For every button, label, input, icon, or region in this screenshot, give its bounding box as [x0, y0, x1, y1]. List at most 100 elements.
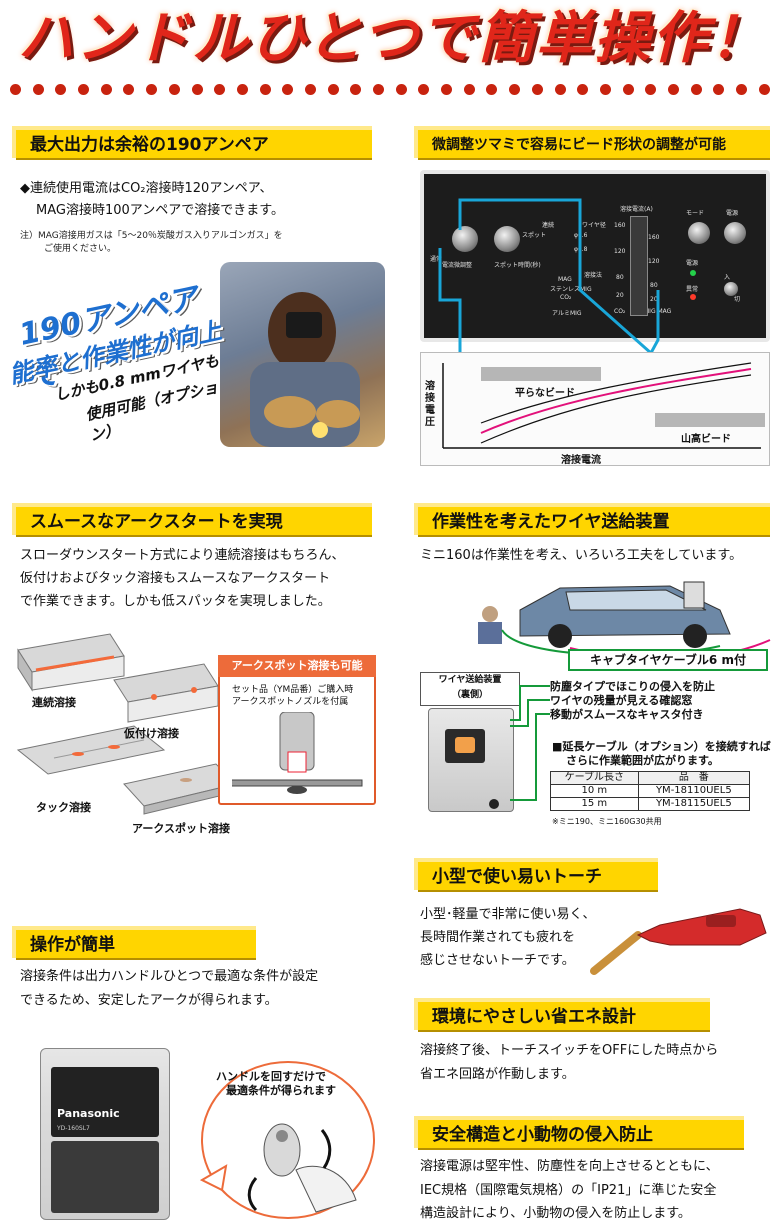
panel-label-m6: 120	[648, 258, 660, 265]
wire-feeder-label: ワイヤ送給装置 （裏側）	[420, 672, 520, 706]
arc-spot-box-line2: アークスポットノズルを付属	[232, 697, 349, 707]
banner-dot	[690, 84, 702, 95]
table-note: ※ミニ190、ミニ160G30共用	[552, 817, 662, 826]
machine-front-panel: Panasonic YD-160SL7	[51, 1067, 159, 1137]
table-cell-length: 10 m	[550, 784, 639, 798]
banner-dot	[304, 84, 316, 95]
banner-dot	[645, 84, 657, 95]
energy-saving-line2: 省エネ回路が作動します。	[420, 1067, 575, 1082]
spot-time-knob	[494, 226, 520, 252]
banner-dot	[599, 84, 611, 95]
flat-bead-label: 平らなビード	[515, 388, 575, 399]
panel-label-off: 切	[734, 296, 741, 303]
arc-spot-box-line1: セット品（YM品番）ご購入時	[232, 685, 354, 695]
banner-dot	[123, 84, 135, 95]
panel-label-m1: 160	[614, 222, 626, 229]
graph-curve-1	[480, 374, 752, 444]
feeder-callout-lines	[510, 685, 550, 801]
machine-model: YD-160SL7	[57, 1125, 90, 1132]
welder-photo	[220, 262, 385, 447]
arc-spot-nozzle-illustration	[232, 712, 363, 794]
welder-illustration	[250, 292, 360, 447]
heading-wire-feeder: 作業性を考えたワイヤ送給装置	[414, 503, 770, 537]
table-header-row: ケーブル長さ 品 番	[550, 771, 751, 785]
panel-label-m2: 120	[614, 248, 626, 255]
heading-max-output: 最大出力は余裕の190アンペア	[12, 126, 372, 160]
handle-bubble	[199, 1061, 375, 1219]
feature-dustproof: 防塵タイプでほこりの侵入を防止	[550, 680, 715, 693]
label-tack-weld-2: タック溶接	[36, 801, 91, 814]
banner-dot	[191, 84, 203, 95]
panel-label-m3: 80	[616, 274, 624, 281]
welding-machine-photo: Panasonic YD-160SL7	[40, 1048, 170, 1220]
control-panel-photo: 電流微調整 スポット時間(秒) 通常 スポット 連続 ワイヤ径 φ0.6 φ0.…	[420, 170, 770, 342]
caster-icon	[489, 799, 499, 809]
panel-label-wire: ワイヤ径	[582, 222, 606, 229]
banner-dot	[395, 84, 407, 95]
feature-window: ワイヤの残量が見える確認窓	[550, 694, 693, 707]
extension-line1: ■延長ケーブル（オプション）を接続すれば	[552, 740, 771, 753]
banner-dot	[418, 84, 430, 95]
panel-label-m5: 160	[648, 234, 660, 241]
safety-line3: 構造設計により、小動物の侵入を防止します。	[420, 1206, 691, 1221]
banner-dot	[577, 84, 589, 95]
panel-label-w2: φ0.8	[574, 246, 588, 253]
torch-line2: 長時間作業されても疲れを	[420, 930, 575, 945]
max-output-line1: ◆連続使用電流はCO₂溶接時120アンペア、	[20, 181, 273, 196]
tack2-weld-plate	[16, 725, 166, 775]
max-output-note2: ご使用ください。	[44, 244, 117, 254]
torch-illustration	[590, 908, 767, 975]
wire-feeder-label-line1: ワイヤ送給装置	[438, 675, 502, 685]
banner-dot	[146, 84, 158, 95]
banner-title: ハンドルひとつで簡単操作！	[17, 6, 769, 71]
banner-dot	[32, 84, 44, 95]
banner-dot	[622, 84, 634, 95]
table-cell-part: YM-18110UEL5	[637, 784, 751, 798]
banner-dot	[100, 84, 112, 95]
panel-label-mag: MAG	[558, 276, 572, 283]
panel-label-migmag: MIG MAG	[644, 308, 672, 315]
table-header-length: ケーブル長さ	[550, 771, 639, 785]
max-output-note1: 注）MAG溶接用ガスは「5〜20％炭酸ガス入りアルゴンガス」を	[20, 231, 283, 241]
panel-label-m8: 20	[650, 296, 658, 303]
banner-dot	[327, 84, 339, 95]
panel-label-sw2: スポット	[522, 232, 547, 239]
table-row: 15 m YM-18115UEL5	[550, 797, 751, 811]
spot-weld-plate	[123, 763, 237, 815]
panel-label-knob1: 電流微調整	[442, 262, 473, 269]
table-header-part: 品 番	[637, 771, 751, 785]
panel-label-w1: φ0.6	[574, 232, 588, 239]
banner-dot	[78, 84, 90, 95]
arc-start-line2: 仮付けおよびタック溶接もスムースなアークスタート	[20, 571, 331, 586]
panel-label-power: 電源	[726, 210, 739, 217]
banner-dot	[259, 84, 271, 95]
feature-caster: 移動がスムースなキャスタ付き	[550, 708, 704, 721]
panel-label-co2: CO₂	[560, 294, 572, 301]
graph-curve-3	[480, 362, 752, 424]
high-bead-label: 山高ビード	[681, 434, 731, 445]
banner-dot	[55, 84, 67, 95]
bead-graph: 平らなビード 山高ビード 溶接電圧 溶接電流	[420, 352, 770, 466]
banner-dot	[736, 84, 747, 95]
panel-label-lamp1: 電源	[686, 260, 699, 267]
heading-safety: 安全構造と小動物の侵入防止	[414, 1116, 744, 1150]
easy-operation-line1: 溶接条件は出力ハンドルひとつで最適な条件が設定	[20, 969, 319, 984]
extension-line2: さらに作業範囲が広がります。	[566, 754, 719, 767]
banner-dot	[554, 84, 566, 95]
table-row: 10 m YM-18110UEL5	[550, 784, 751, 798]
bubble-line1: ハンドルを回すだけで	[216, 1070, 326, 1083]
wire-feeder-label-line2: （裏側）	[451, 690, 488, 700]
cont-weld-bead	[35, 655, 115, 672]
label-arc-spot-weld: アークスポット溶接	[132, 822, 231, 835]
banner: ハンドルひとつで簡単操作！	[0, 0, 780, 95]
banner-dot	[758, 84, 770, 95]
current-adjust-knob	[452, 226, 478, 252]
banner-dot	[713, 84, 725, 95]
table-cell-part: YM-18115UEL5	[637, 797, 751, 811]
banner-dot	[509, 84, 521, 95]
banner-dot	[350, 84, 362, 95]
power-source-icon	[683, 581, 705, 609]
arc-start-line1: スローダウンスタート方式により連続溶接はもちろん、	[20, 548, 345, 563]
banner-dot	[214, 84, 226, 95]
wire-spool-icon	[455, 737, 475, 753]
